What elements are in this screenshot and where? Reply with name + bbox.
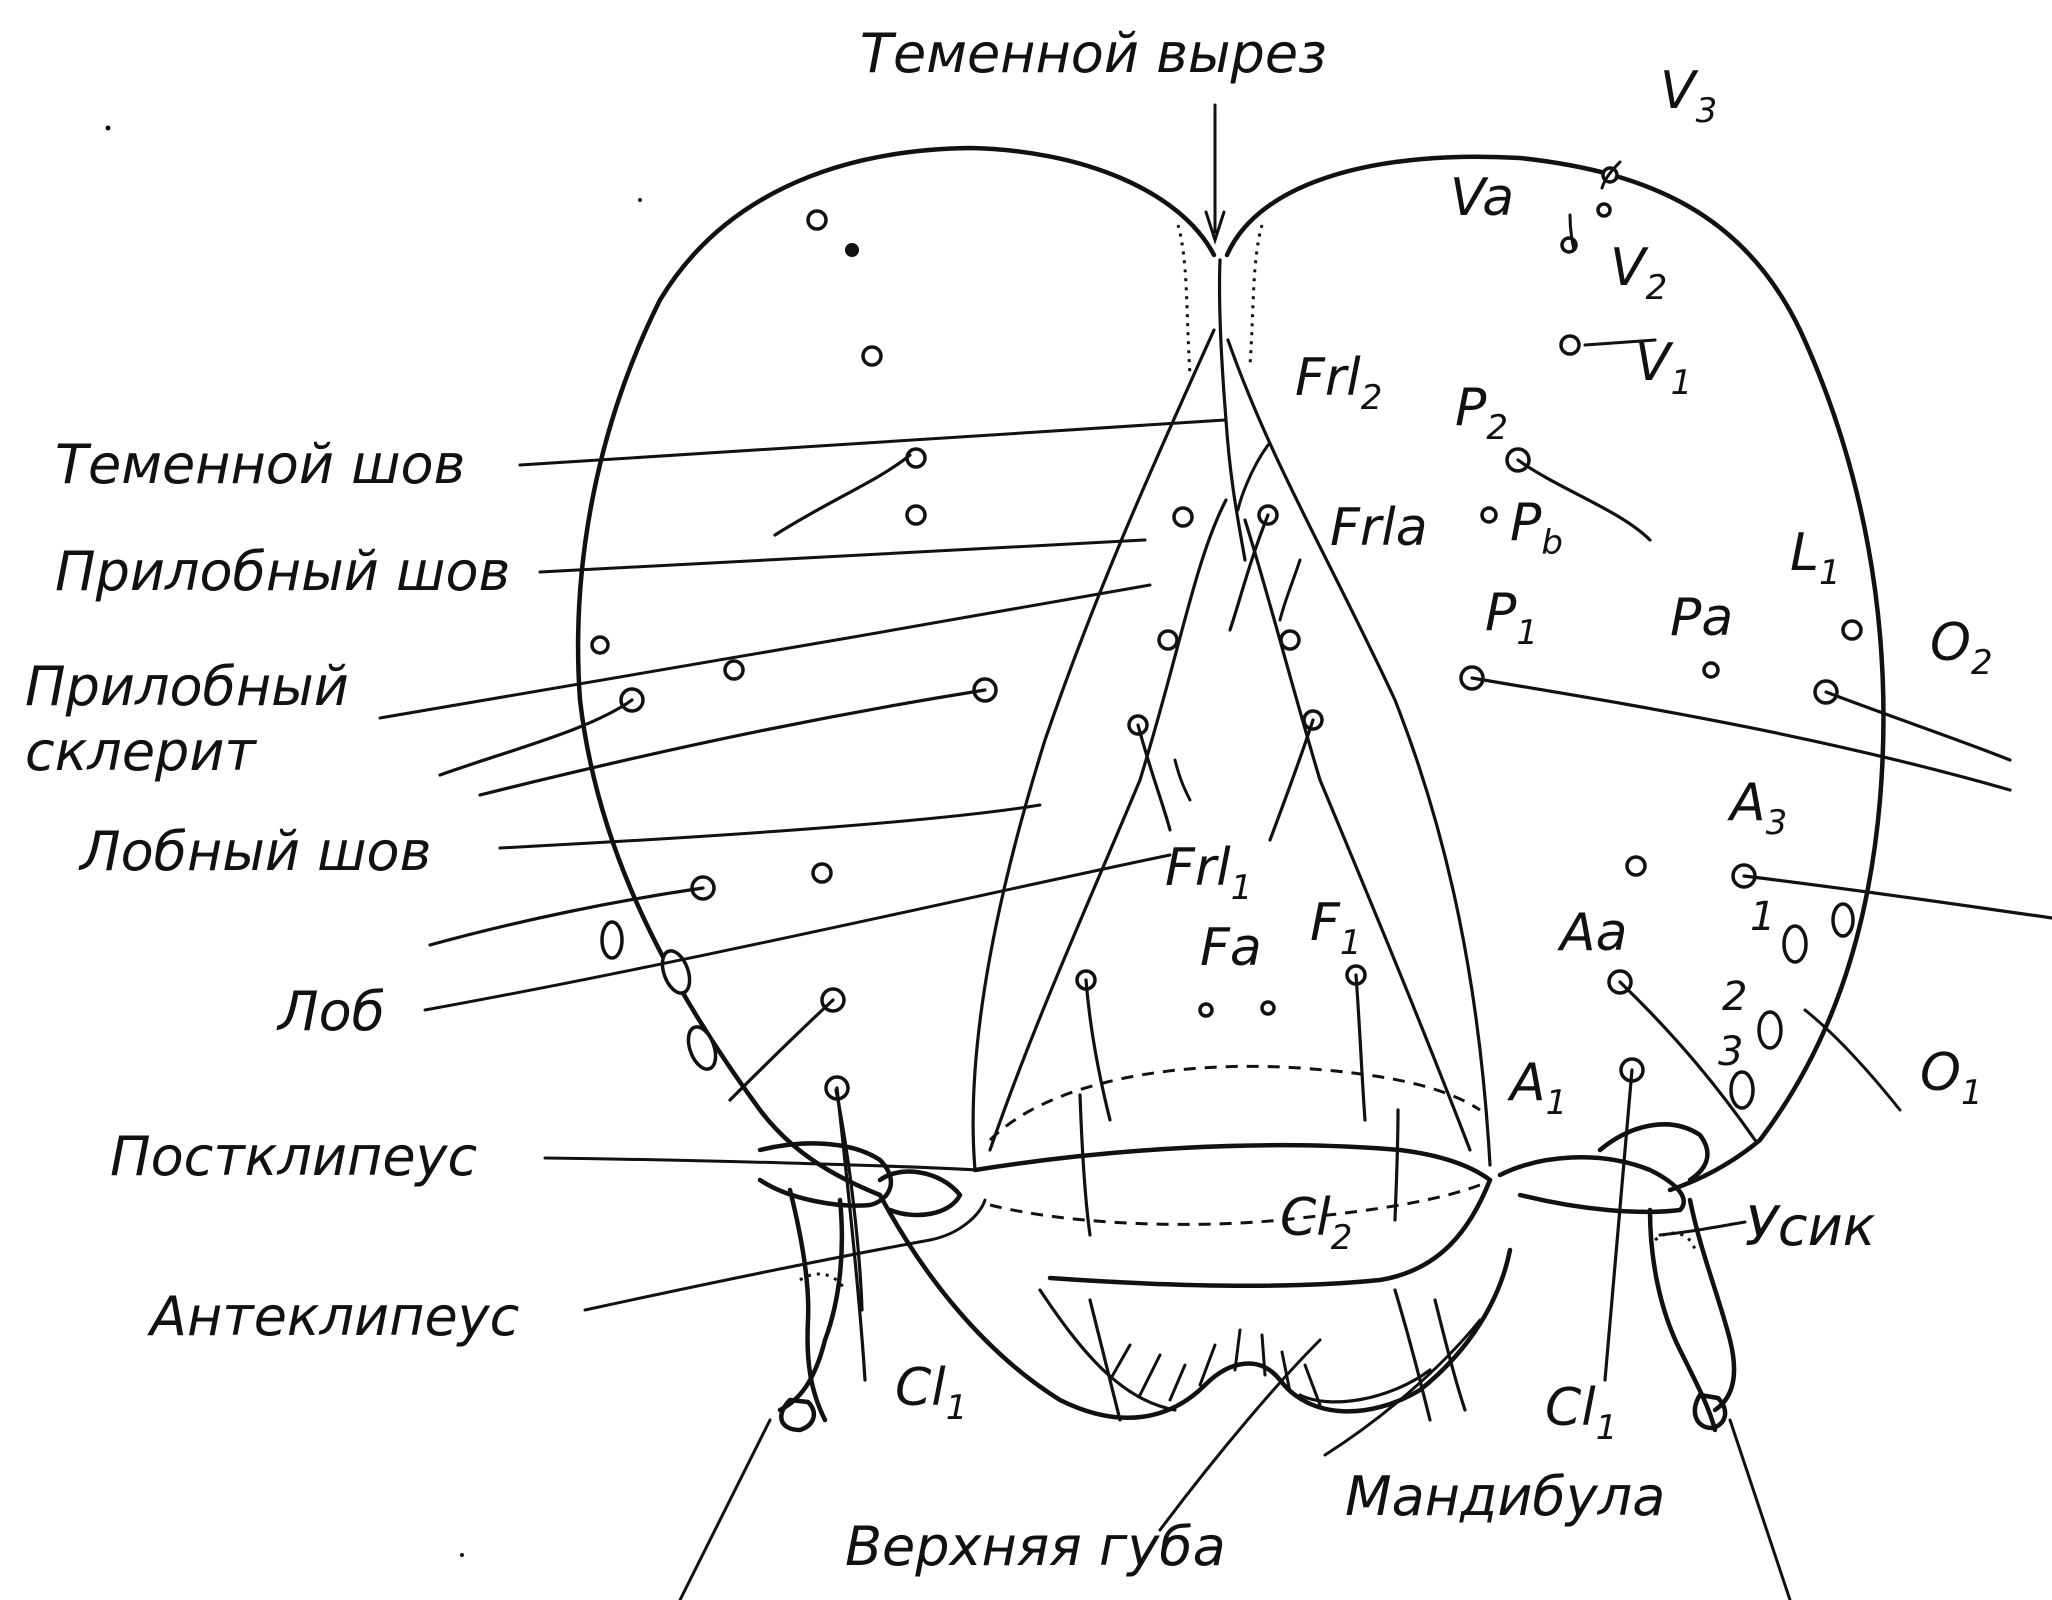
seta-Frla: Frla — [1330, 498, 1428, 558]
seta-O2: O2 — [1930, 613, 1993, 683]
adfrontal-sclerite-label: Прилобный — [25, 655, 349, 718]
seta-A1: A1 — [1507, 1053, 1567, 1123]
seta-Fa: Fa — [1200, 918, 1262, 978]
antenna-label: Усик — [1745, 1195, 1876, 1258]
seta-Aa: Aa — [1557, 903, 1627, 963]
seta-Cl1-right: Cl1 — [1545, 1378, 1617, 1448]
seta-Pb: Pb — [1510, 493, 1563, 563]
parietal-suture-label: Теменной шов — [55, 433, 465, 496]
seta-V3: V3 — [1660, 61, 1717, 131]
seta-Pa: Pa — [1670, 588, 1733, 648]
mandible-label: Мандибула — [1345, 1465, 1665, 1528]
adfrontal-suture-label: Прилобный шов — [55, 540, 510, 603]
seta-O1: O1 — [1920, 1043, 1983, 1113]
seta-P2: P2 — [1455, 378, 1508, 448]
seta-Cl2: Cl2 — [1280, 1188, 1352, 1258]
seta-Va: Va — [1450, 168, 1514, 228]
anteclypeus-label: Антеклипеус — [147, 1285, 519, 1348]
postclypeus-label: Постклипеус — [110, 1125, 477, 1188]
seta-V2: V2 — [1610, 238, 1667, 308]
seta-Frl1: Frl1 — [1165, 838, 1252, 908]
seta-Frl2: Frl2 — [1295, 348, 1382, 418]
labrum-label: Верхняя губа — [845, 1515, 1226, 1578]
parietal-and-frontal-sutures — [973, 260, 1490, 1170]
leader-lines — [380, 105, 1900, 1530]
stemma-number-1: 1 — [1750, 894, 1775, 940]
seta-A3: A3 — [1727, 773, 1787, 843]
frons-label: Лоб — [276, 980, 385, 1043]
head-capsule-outline — [578, 148, 1883, 1195]
frontal-suture-label: Лобный шов — [78, 820, 431, 883]
seta-V1: V1 — [1635, 333, 1692, 403]
stemma-number-2: 2 — [1722, 974, 1747, 1020]
stemma-number-3: 3 — [1718, 1029, 1743, 1075]
label-vertex-notch: Теменной вырез — [860, 22, 1327, 85]
vertex-notch-label: Теменной вырез — [860, 22, 1327, 85]
seta-L1: L1 — [1790, 523, 1841, 593]
seta-P1: P1 — [1485, 583, 1538, 653]
adfrontal-sclerite-label-2: склерит — [25, 720, 257, 783]
seta-F1: F1 — [1310, 893, 1362, 963]
seta-Cl1-left: Cl1 — [895, 1358, 967, 1428]
